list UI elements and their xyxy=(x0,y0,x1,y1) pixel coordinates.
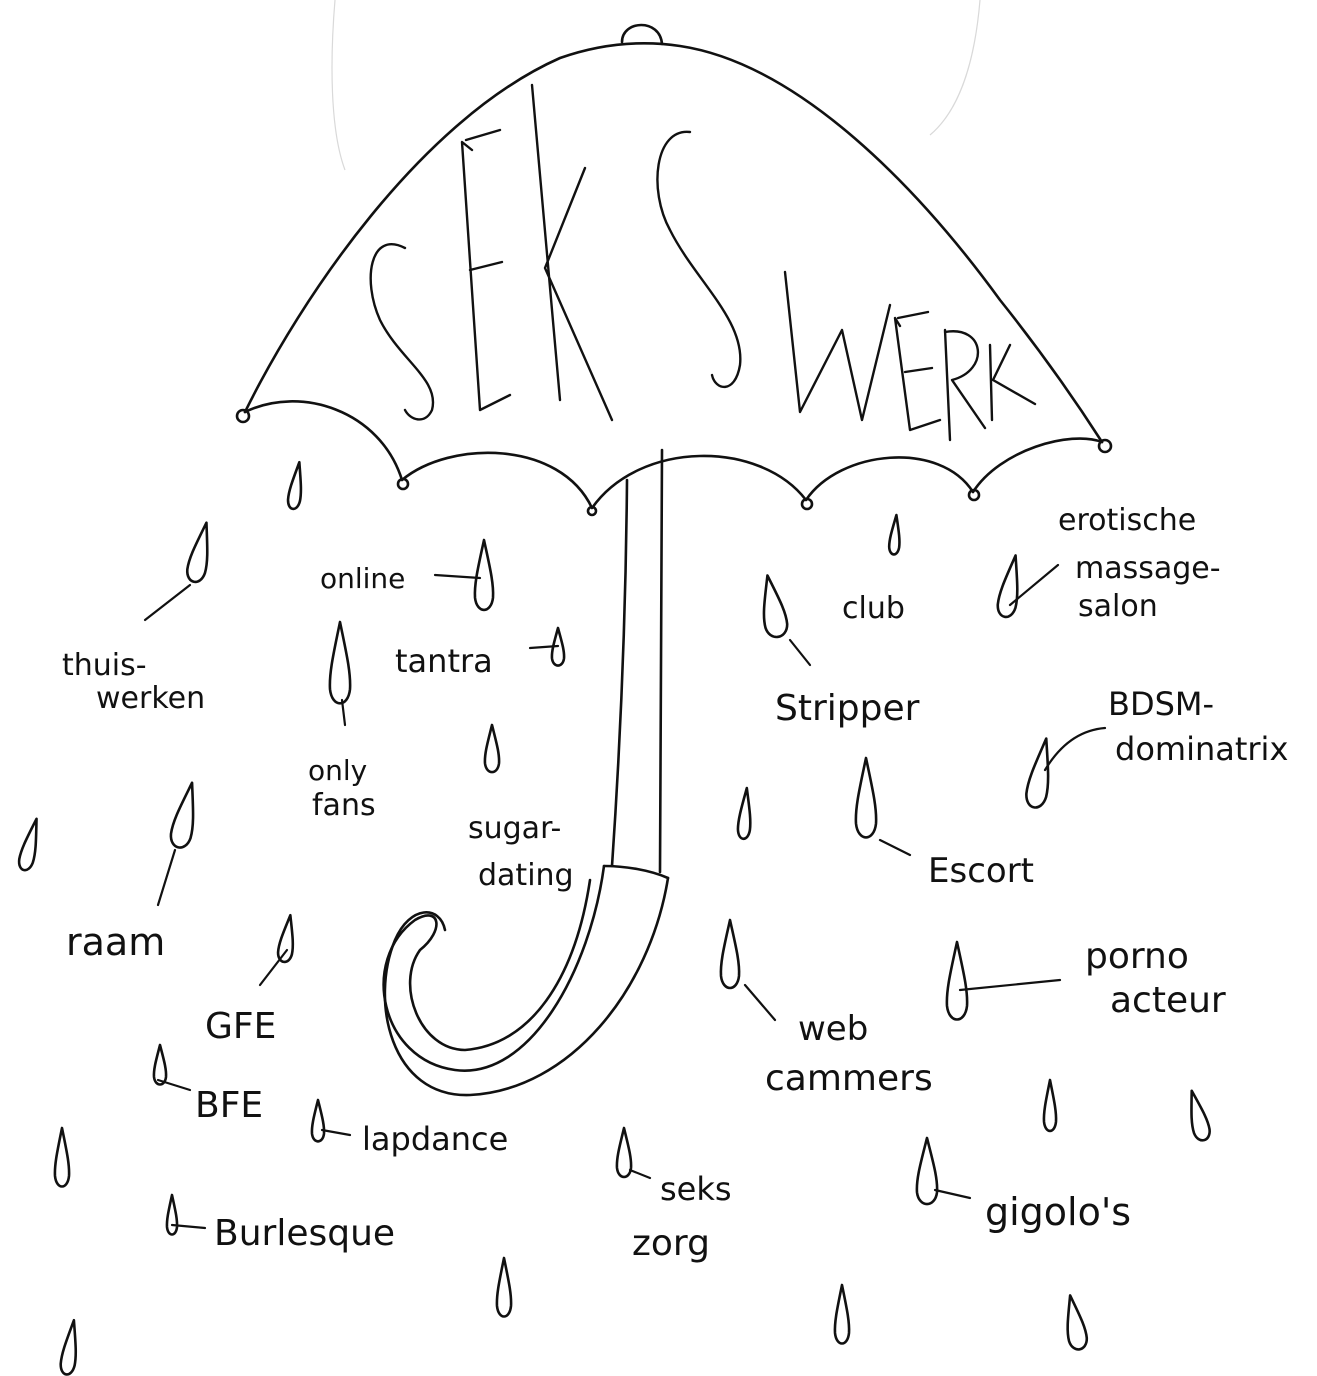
title-letter-s2 xyxy=(657,132,740,387)
label-gfe: GFE xyxy=(205,1006,276,1047)
label-thuiswerken-2: werken xyxy=(96,681,205,716)
title-letter-k xyxy=(532,85,612,420)
umbrella-canopy xyxy=(245,43,1102,442)
label-porno-2: acteur xyxy=(1110,980,1226,1021)
paper-cutout-edge xyxy=(332,0,980,170)
label-erotische-3: salon xyxy=(1078,589,1158,624)
umbrella-handle-outer xyxy=(384,866,604,1071)
title-letter-e2 xyxy=(895,312,940,430)
label-online: online xyxy=(320,562,405,595)
title-letter-s1 xyxy=(371,244,433,419)
raindrop-13 xyxy=(996,554,1025,619)
raindrop-7 xyxy=(168,781,202,850)
connector-webcammers xyxy=(745,985,775,1020)
connector-thuiswerken xyxy=(145,585,190,620)
connector-gigolos xyxy=(935,1190,970,1198)
connector-raam xyxy=(158,850,175,905)
raindrop-10 xyxy=(277,914,298,963)
umbrella-shaft-left xyxy=(612,480,627,866)
umbrella-scallops xyxy=(245,401,1102,508)
raindrop-4 xyxy=(330,622,350,703)
umbrella-shaft-right xyxy=(660,450,662,872)
raindrop-8 xyxy=(17,817,44,872)
label-erotische-1: erotische xyxy=(1058,503,1196,538)
label-onlyfans-2: fans xyxy=(312,788,376,823)
raindrop-1 xyxy=(287,461,306,509)
raindrop-12 xyxy=(889,515,902,555)
raindrop-6 xyxy=(485,725,499,772)
label-sugardating-2: dating xyxy=(478,858,574,893)
raindrop-2 xyxy=(185,521,215,584)
raindrop-16 xyxy=(721,920,739,988)
raindrop-11 xyxy=(756,574,789,639)
label-sugardating-1: sugar- xyxy=(468,811,561,846)
raindrop-14 xyxy=(1024,737,1056,809)
label-raam: raam xyxy=(66,920,165,964)
rib-tip-6 xyxy=(1099,440,1111,452)
raindrop-19 xyxy=(1184,1089,1212,1142)
label-thuiswerken-1: thuis- xyxy=(62,648,147,683)
label-erotische-2: massage- xyxy=(1075,551,1221,586)
connector-bdsm xyxy=(1045,728,1105,770)
label-bdsm-2: dominatrix xyxy=(1115,730,1288,768)
label-sekszorg-1: seks xyxy=(660,1170,732,1208)
connector-lapdance xyxy=(322,1130,350,1135)
title-letter-e xyxy=(462,130,510,410)
label-lapdance: lapdance xyxy=(362,1120,508,1158)
raindrop-15 xyxy=(856,758,876,837)
raindrop-27 xyxy=(835,1285,849,1344)
label-sekszorg-2: zorg xyxy=(632,1223,710,1264)
raindrop-18 xyxy=(1044,1080,1056,1131)
raindrop-23 xyxy=(312,1100,324,1141)
label-club: club xyxy=(842,591,905,626)
raindrop-25 xyxy=(55,1128,69,1187)
raindrop-17 xyxy=(947,942,967,1020)
label-onlyfans-1: only xyxy=(308,754,367,787)
connector-sekszorg xyxy=(630,1170,650,1178)
label-tantra: tantra xyxy=(395,642,493,680)
label-burlesque: Burlesque xyxy=(214,1213,395,1254)
raindrops xyxy=(17,461,1212,1375)
raindrop-22 xyxy=(154,1045,166,1085)
umbrella-handle-band xyxy=(604,866,668,878)
label-bdsm-1: BDSM- xyxy=(1108,685,1214,723)
label-escort: Escort xyxy=(928,851,1034,891)
title-letter-k2 xyxy=(990,345,1035,420)
title-sekswerk xyxy=(371,85,1035,440)
connector-stripper xyxy=(790,640,810,665)
rib-tip-3 xyxy=(588,507,596,515)
label-gigolos: gigolo's xyxy=(985,1190,1131,1234)
label-stripper: Stripper xyxy=(775,688,920,729)
rib-tip-1 xyxy=(237,410,249,422)
title-letter-w xyxy=(785,272,890,420)
label-webcammers-1: web xyxy=(798,1009,868,1049)
connector-onlyfans xyxy=(342,700,345,725)
raindrop-28 xyxy=(1061,1294,1088,1351)
raindrop-20 xyxy=(917,1138,937,1204)
raindrop-24 xyxy=(167,1195,177,1235)
label-bfe: BFE xyxy=(195,1085,263,1126)
raindrop-3 xyxy=(475,540,493,610)
connector-online xyxy=(435,575,480,578)
raindrop-29 xyxy=(59,1319,81,1375)
labels: thuis- werken online tantra only fans su… xyxy=(62,503,1288,1264)
connector-porno xyxy=(960,980,1060,990)
connector-gfe xyxy=(260,950,287,985)
umbrella-tip xyxy=(622,25,662,44)
raindrop-26 xyxy=(497,1258,511,1317)
label-webcammers-2: cammers xyxy=(765,1058,933,1099)
umbrella xyxy=(237,25,1111,1095)
title-letter-r xyxy=(945,330,985,440)
raindrop-9 xyxy=(737,788,753,840)
connector-escort xyxy=(880,840,910,855)
label-porno-1: porno xyxy=(1085,936,1189,977)
